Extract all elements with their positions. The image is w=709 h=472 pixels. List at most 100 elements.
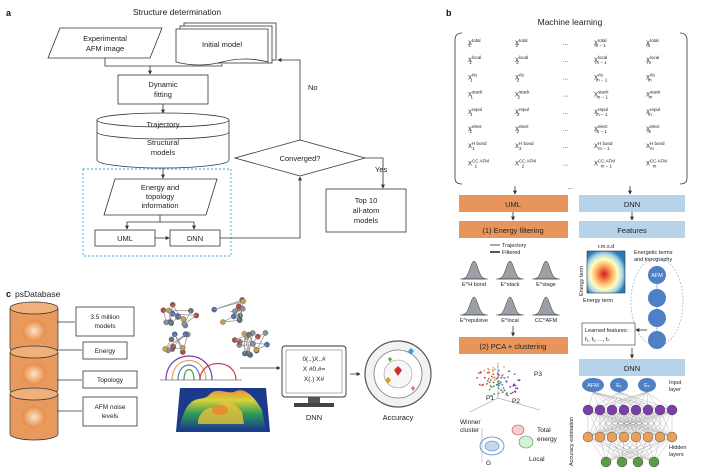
- atom: [181, 316, 186, 321]
- node-e1: [648, 289, 666, 307]
- barrel-top: [10, 388, 58, 400]
- pca-point: [503, 387, 505, 389]
- pca-point: [496, 378, 498, 380]
- rna-molecule-models: [161, 297, 270, 357]
- yes-label: Yes: [375, 165, 387, 174]
- dnn-node: [643, 432, 653, 442]
- features-label: Features: [617, 226, 647, 235]
- structural-models-label-2: models: [151, 148, 175, 157]
- arrow-dnn-to-converged: [220, 177, 300, 238]
- top10-label-2: all-atom: [353, 206, 380, 215]
- million-models-label-1: 3.5 million: [90, 314, 120, 321]
- trajectory-label: Trajectory: [146, 120, 179, 129]
- pca-point: [480, 371, 482, 373]
- pca-point: [494, 376, 496, 378]
- matrix-right-bracket: [680, 33, 687, 184]
- pca-point: [481, 384, 483, 386]
- pca-point: [502, 374, 504, 376]
- dynamic-fitting-label-2: fitting: [154, 90, 172, 99]
- matrix-ellipsis: ...: [563, 58, 568, 64]
- afm-noise-label-1: AFM noise: [94, 404, 125, 411]
- pca-points: [476, 366, 520, 397]
- matrix-ellipsis: ...: [563, 93, 568, 99]
- accuracy-label: Accuracy: [383, 413, 414, 422]
- energy-info-label-2: topology: [146, 192, 175, 201]
- panel-b-title: Machine learning: [538, 17, 603, 27]
- atom: [169, 337, 174, 342]
- pca-point: [500, 377, 502, 379]
- dnn-header-label: DNN: [624, 200, 640, 209]
- matrix-bottom-dots: ...: [567, 184, 573, 191]
- hist-label-repulsive: E^repulsive: [460, 318, 488, 324]
- energetic-terms-label-1: Energetic terms: [634, 250, 673, 256]
- afm-image-label-2: AFM image: [86, 44, 124, 53]
- structural-models-label-1: Structural: [147, 138, 179, 147]
- pca-point: [488, 369, 490, 371]
- histogram: [462, 261, 486, 279]
- pca-point: [512, 392, 514, 394]
- dnn-network: [583, 392, 677, 467]
- matrix-ellipsis: ...: [563, 41, 568, 47]
- pca-point: [498, 370, 500, 372]
- pca-point: [517, 379, 519, 381]
- atom: [236, 304, 241, 309]
- matrix-ellipsis: ...: [563, 75, 568, 81]
- initial-model-label: Initial model: [202, 40, 242, 49]
- panel-c-title: psDatabase: [15, 289, 61, 299]
- pca-point: [493, 385, 495, 387]
- accuracy-target: [365, 341, 431, 407]
- arrow-energy-to-dnn: [160, 222, 194, 229]
- pca-label: (2) PCA + clustering: [480, 342, 547, 351]
- local-label: Local: [529, 456, 545, 463]
- afm-terrain-image: [176, 388, 270, 432]
- pca-point: [497, 383, 499, 385]
- hist-label-hbond: E^H bond: [462, 282, 486, 288]
- code-line-3: X(.) X#: [304, 376, 325, 383]
- hist-label-local: E^local: [501, 318, 519, 324]
- barrel-glow: [22, 406, 46, 428]
- hist-label-ccafm: CC^AFM: [535, 318, 558, 324]
- pca-point: [489, 382, 491, 384]
- pca-point: [507, 376, 509, 378]
- dnn-node: [633, 457, 643, 467]
- dnn-node: [617, 457, 627, 467]
- rmsd-label: r.m.s.d: [598, 244, 615, 250]
- dnn-node: [607, 405, 617, 415]
- afm-image-box: [48, 28, 162, 58]
- pca-point: [491, 376, 493, 378]
- pca-point: [494, 379, 496, 381]
- pca-point: [484, 377, 486, 379]
- panel-a-title: Structure determination: [133, 7, 222, 17]
- pca-point: [478, 372, 480, 374]
- energetic-terms-label-2: and topography: [634, 257, 672, 263]
- converged-label: Converged?: [280, 154, 321, 163]
- database-barrels: [10, 302, 58, 440]
- pca-scatter: [470, 362, 540, 412]
- pca-point: [479, 384, 481, 386]
- learned-features-label-2: f₁, f₂, ..., fₙ: [585, 337, 610, 343]
- barrel-glow: [22, 320, 46, 342]
- pca-point: [498, 387, 500, 389]
- code-line-2: X #0.#=: [303, 366, 326, 373]
- histogram: [498, 261, 522, 279]
- winner-cluster-label-1: Winner: [460, 419, 481, 426]
- afm-noise-box: [83, 397, 137, 426]
- pca-point: [507, 395, 509, 397]
- accuracy-estimation-label: Accuracy estimation: [569, 417, 575, 466]
- pca-point: [487, 372, 489, 374]
- atom: [250, 341, 255, 346]
- million-models-box: [76, 307, 134, 336]
- pca-point: [476, 377, 478, 379]
- g-label: G: [486, 460, 491, 467]
- dnn-node: [631, 432, 641, 442]
- pca-point: [489, 389, 491, 391]
